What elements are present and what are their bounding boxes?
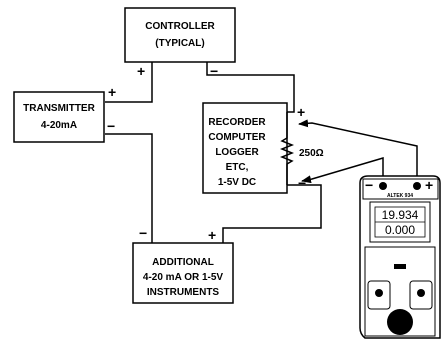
controller-label-line-1: CONTROLLER — [145, 21, 215, 32]
additional-plus-sign: + — [208, 227, 216, 243]
meter-reading-bottom: 0.000 — [385, 223, 415, 237]
additional-label-line-3: INSTRUMENTS — [147, 287, 220, 298]
meter-center-key[interactable] — [394, 264, 406, 269]
meter-knob[interactable] — [387, 309, 413, 335]
transmitter-plus-sign: + — [108, 84, 116, 100]
recorder-box: RECORDER COMPUTER LOGGER ETC, 1-5V DC 25… — [202, 102, 324, 194]
wires — [105, 62, 418, 243]
recorder-label-line-2: COMPUTER — [208, 132, 266, 143]
controller-box: CONTROLLER (TYPICAL) + − — [124, 7, 236, 79]
probe-lead-plus — [298, 119, 418, 181]
meter-jack-plus — [413, 182, 421, 190]
meter-brand: ALTEK 934 — [387, 193, 413, 199]
recorder-label-line-5: 1-5V DC — [218, 177, 256, 188]
meter-keypad-panel — [364, 246, 436, 337]
additional-minus-sign: − — [139, 225, 147, 241]
wire-controller-plus — [105, 62, 153, 103]
wire-controller-minus — [206, 62, 295, 113]
wire-recorder-minus — [222, 184, 322, 243]
recorder-label-line-4: ETC, — [226, 162, 249, 173]
transmitter-box: TRANSMITTER 4-20mA + − — [13, 84, 116, 143]
meter-jack-minus — [379, 182, 387, 190]
recorder-plus-sign: + — [297, 104, 305, 120]
probe-lead-minus — [301, 156, 384, 184]
transmitter-label-line-2: 4-20mA — [41, 120, 77, 131]
recorder-label-line-1: RECORDER — [208, 117, 266, 128]
transmitter-label-line-1: TRANSMITTER — [23, 103, 95, 114]
controller-label-line-2: (TYPICAL) — [155, 38, 204, 49]
meter-left-key-dot — [375, 289, 383, 297]
resistor-symbol — [279, 112, 295, 185]
controller-plus-sign: + — [137, 63, 145, 79]
meter-right-key-dot — [417, 289, 425, 297]
additional-label-line-1: ADDITIONAL — [152, 257, 214, 268]
calibrator-meter: − + ALTEK 934 19.934 0.000 — [359, 175, 441, 339]
additional-label-line-2: 4-20 mA OR 1-5V — [143, 272, 224, 283]
meter-minus-terminal-sign: − — [365, 177, 373, 193]
recorder-label-line-3: LOGGER — [215, 147, 259, 158]
meter-reading-top: 19.934 — [382, 208, 419, 222]
transmitter-minus-sign: − — [107, 118, 115, 134]
controller-minus-sign: − — [210, 63, 218, 79]
meter-plus-terminal-sign: + — [425, 177, 433, 193]
additional-instruments-box: ADDITIONAL 4-20 mA OR 1-5V INSTRUMENTS −… — [132, 225, 234, 304]
recorder-minus-sign: − — [298, 175, 306, 191]
wire-transmitter-minus — [105, 133, 153, 243]
resistor-label: 250Ω — [299, 148, 324, 159]
